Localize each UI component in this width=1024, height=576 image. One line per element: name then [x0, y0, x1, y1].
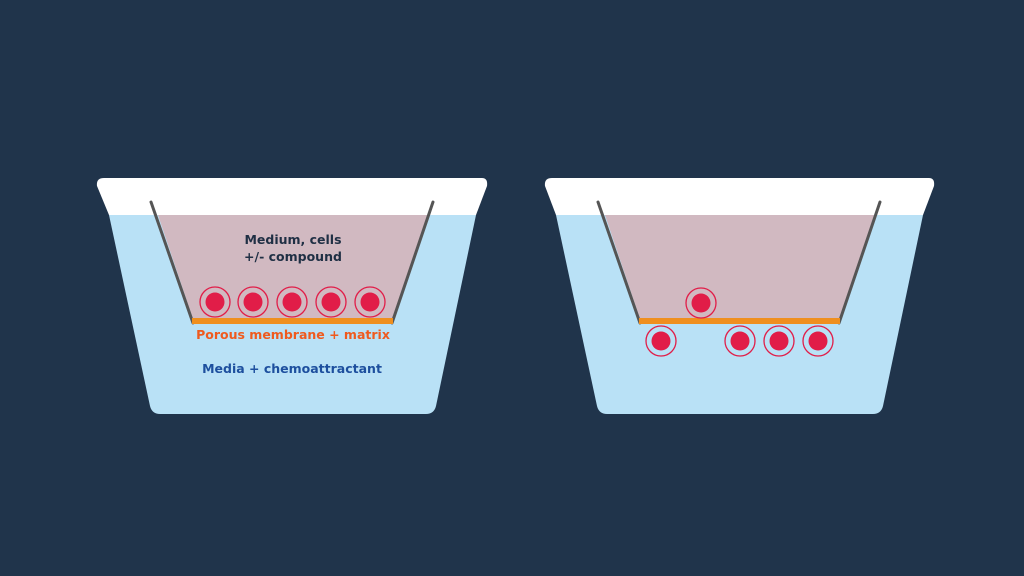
- right-cells-below: [645, 325, 834, 357]
- cell: [199, 286, 231, 318]
- left-well: Medium, cells +/- compound Porous membra…: [96, 178, 488, 414]
- cell: [354, 286, 386, 318]
- left-cells-above: [199, 286, 386, 318]
- right-insert-medium: [605, 215, 876, 322]
- left-membrane: [192, 318, 393, 324]
- cell: [315, 286, 347, 318]
- insert-label-line1: Medium, cells: [244, 232, 341, 247]
- media-label: Media + chemoattractant: [202, 361, 382, 376]
- cell: [724, 325, 756, 357]
- left-well-rim: [96, 178, 488, 215]
- left-insert-wall-right: [390, 200, 435, 325]
- cell: [685, 287, 717, 319]
- cell: [645, 325, 677, 357]
- right-well-rim: [544, 178, 935, 215]
- right-insert-wall-left: [596, 200, 642, 325]
- right-well: [544, 178, 935, 414]
- cell: [763, 325, 795, 357]
- membrane-label: Porous membrane + matrix: [196, 327, 390, 342]
- cell: [276, 286, 308, 318]
- cell: [802, 325, 834, 357]
- right-insert-wall-right: [837, 200, 882, 325]
- left-insert-medium: [158, 215, 429, 322]
- cell: [237, 286, 269, 318]
- right-membrane: [639, 318, 840, 324]
- right-cells-above: [685, 287, 717, 319]
- insert-label-line2: +/- compound: [244, 249, 342, 264]
- left-insert-wall-left: [149, 200, 195, 325]
